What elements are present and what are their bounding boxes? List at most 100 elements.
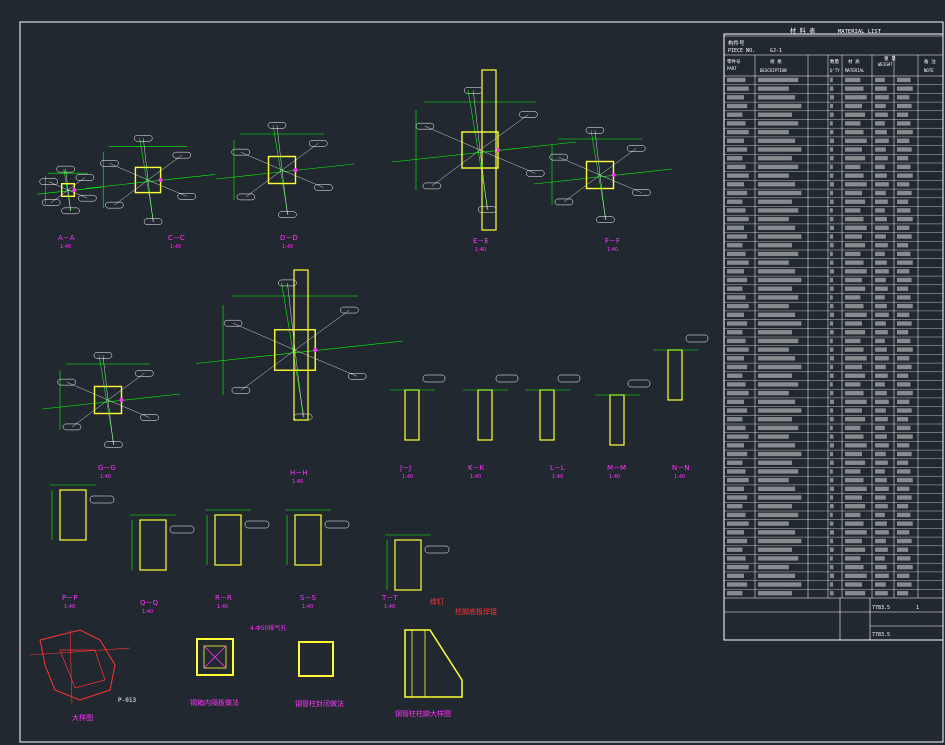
view-c: [86, 135, 216, 225]
table-cell-text: [758, 521, 789, 526]
table-cell-text: [897, 190, 912, 196]
table-cell-text: [897, 460, 909, 465]
table-cell-text: [845, 182, 867, 187]
table-cell-text: [897, 251, 911, 257]
table-cell-text: [727, 408, 748, 413]
table-cell-text: [727, 486, 744, 491]
table-cell-text: [897, 373, 909, 378]
table-cell-text: [845, 147, 862, 152]
table-cell-text: [830, 425, 833, 431]
table-cell-text: [875, 147, 886, 152]
table-cell-text: [845, 451, 862, 457]
table-cell-text: [727, 451, 748, 457]
detail-column-base: 焊钉 柱脚底板焊接 钢管柱柱脚大样图: [395, 597, 497, 718]
table-cell-text: [758, 129, 789, 135]
table-cell-text: [727, 538, 748, 544]
hdr-material-en: MATERIAL: [845, 68, 865, 73]
table-cell-text: [897, 216, 913, 222]
table-cell-text: [727, 504, 743, 509]
table-cell-text: [758, 460, 792, 465]
table-cell-text: [875, 469, 885, 474]
total-unit: 1: [916, 605, 919, 611]
table-cell-text: [845, 121, 861, 126]
table-cell-text: [727, 147, 748, 152]
table-rows: [724, 55, 943, 598]
view-h: [195, 279, 404, 421]
hdr-material-cn: 材 质: [848, 58, 860, 65]
table-cell-text: [727, 190, 748, 196]
lower-view: [50, 484, 115, 541]
small-view: [390, 374, 446, 441]
table-cell-text: [758, 173, 789, 178]
table-cell-text: [845, 86, 864, 91]
table-cell-text: [875, 190, 886, 196]
detail3-label: 钢管柱封闭做法: [295, 699, 344, 708]
table-cell-text: [845, 582, 862, 587]
table-cell-text: [830, 582, 834, 587]
table-cell-text: [875, 512, 885, 518]
table-cell-text: [845, 477, 864, 483]
table-cell-text: [727, 269, 744, 274]
table-cell-text: [897, 164, 911, 170]
section-label: F－F: [605, 237, 620, 245]
table-cell-text: [727, 225, 744, 230]
hdr-weight-en: WEIGHT: [878, 62, 893, 67]
table-cell-text: [758, 390, 789, 396]
table-cell-text: [830, 521, 834, 526]
table-cell-text: [897, 425, 911, 431]
table-cell-text: [845, 286, 866, 291]
section-scale: 1:40: [60, 244, 71, 250]
table-cell-text: [875, 530, 889, 535]
small-view: [463, 374, 519, 441]
table-cell-text: [845, 225, 867, 230]
table-cell-text: [875, 564, 887, 570]
section-scale: 1:40: [470, 474, 481, 480]
detail4-note1: 焊钉: [430, 597, 444, 606]
table-cell-text: [845, 469, 861, 474]
section-scale: 1:40: [402, 474, 413, 480]
section-label: A－A: [58, 234, 75, 242]
table-cell-text: [830, 129, 834, 135]
table-cell-text: [727, 347, 749, 352]
table-cell-text: [845, 486, 867, 491]
table-cell-text: [897, 451, 912, 457]
table-cell-text: [845, 251, 861, 257]
table-cell-text: [875, 269, 889, 274]
table-cell-text: [758, 295, 799, 300]
table-cell-text: [758, 408, 802, 413]
table-cell-text: [727, 243, 743, 248]
table-cell-text: [897, 347, 913, 352]
table-cell-text: [727, 512, 746, 518]
small-view: [653, 334, 709, 401]
table-cell-text: [758, 95, 796, 100]
table-cell-text: [845, 530, 867, 535]
table-cell-text: [897, 356, 910, 361]
section-scale: 1:40: [282, 244, 293, 250]
table-cell-text: [845, 382, 861, 387]
table-cell-text: [875, 373, 888, 378]
table-cell-text: [875, 199, 888, 204]
table-cell-text: [845, 234, 862, 239]
table-cell-text: [727, 390, 749, 396]
section-label: L－L: [550, 464, 565, 472]
hdr-part-cn: 零件号: [727, 58, 741, 65]
table-cell-text: [727, 364, 748, 370]
table-cell-text: [727, 564, 749, 570]
table-cell-text: [727, 138, 744, 143]
small-view: [525, 374, 581, 441]
view-e: [391, 87, 577, 213]
table-cell-text: [758, 382, 799, 387]
table-cell-text: [897, 330, 909, 335]
table-cell-text: [727, 477, 749, 483]
table-cell-text: [845, 269, 867, 274]
table-cell-text: [830, 208, 833, 213]
table-cell-text: [875, 477, 887, 483]
table-cell-text: [758, 303, 789, 309]
section-label: D－D: [280, 234, 298, 242]
table-cell-text: [830, 451, 834, 457]
table-cell-text: [830, 364, 834, 370]
table-cell-text: [875, 538, 886, 544]
table-cell-text: [830, 112, 834, 117]
table-cell-text: [830, 182, 834, 187]
table-cell-text: [897, 138, 910, 143]
